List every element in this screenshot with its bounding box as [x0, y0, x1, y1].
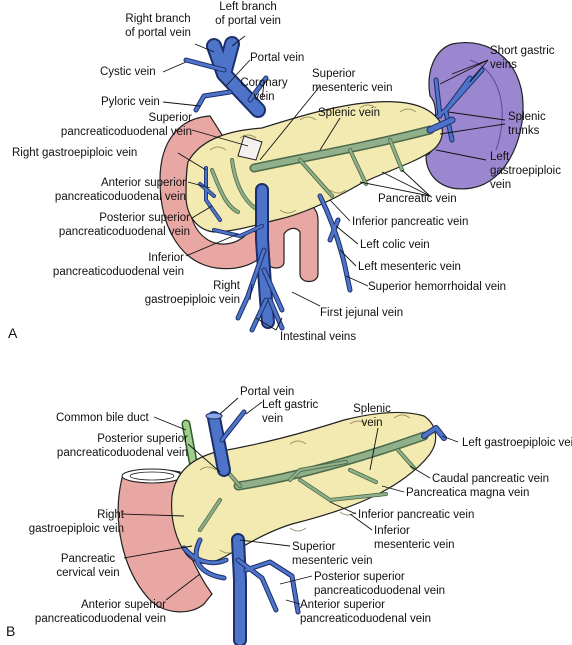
label-pyloric-vein: Pyloric vein: [101, 96, 160, 108]
panel-label-b: B: [6, 623, 15, 639]
label-intestinal-veins: Intestinal veins: [280, 331, 356, 343]
label-left-mesenteric-vein: Left mesenteric vein: [358, 261, 461, 273]
label-first-jejunal-vein: First jejunal vein: [320, 307, 403, 319]
panel-label-a: A: [8, 325, 18, 341]
label-portal-vein: Portal vein: [250, 52, 304, 64]
label-b-left-gastroepiploic-vein: Left gastroepiploic vein: [462, 437, 572, 449]
label-b-common-bile-duct: Common bile duct: [56, 412, 149, 424]
label-pancreatic-vein: Pancreatic vein: [378, 193, 457, 205]
label-superior-hemorrhoidal-vein: Superior hemorrhoidal vein: [368, 281, 506, 293]
label-b-caudal-pancreatic-vein: Caudal pancreatic vein: [432, 473, 549, 485]
label-inferior-pancreatic-vein: Inferior pancreatic vein: [352, 216, 468, 228]
pancreas: [185, 101, 443, 233]
label-b-portal-vein: Portal vein: [240, 386, 294, 398]
label-b-pancreatica-magna-vein: Pancreatica magna vein: [406, 487, 529, 499]
label-left-colic-vein: Left colic vein: [360, 239, 430, 251]
leaders-a: [162, 35, 506, 331]
label-cystic-vein: Cystic vein: [100, 66, 156, 78]
label-b-inferior-pancreatic-vein: Inferior pancreatic vein: [358, 509, 474, 521]
leaders-b: [121, 397, 459, 605]
label-splenic-vein: Splenic vein: [318, 107, 380, 119]
label-right-gastroepiploic-vein: Right gastroepiploic vein: [12, 147, 137, 159]
